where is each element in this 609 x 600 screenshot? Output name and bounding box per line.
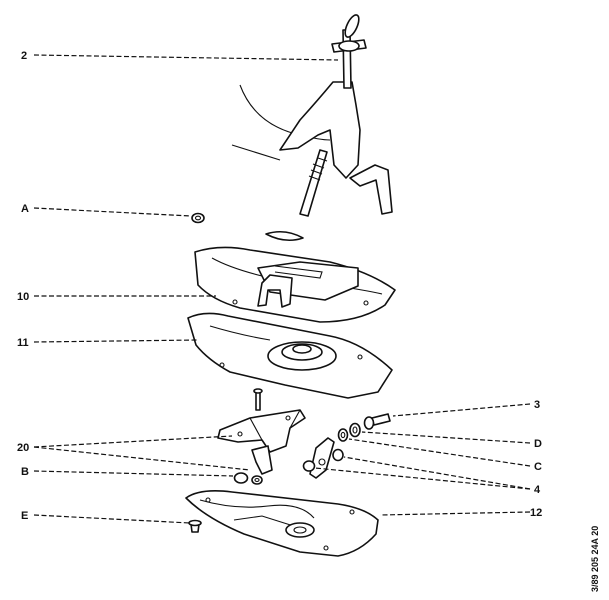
fastener-hardware (302, 413, 391, 479)
part-10-upper-plate (194, 230, 396, 323)
callout-3: 3 (534, 399, 540, 411)
callout-a: A (21, 203, 29, 215)
callout-2: 2 (21, 50, 27, 62)
callout-labels: 2 A 10 11 20 B E 3 D C 4 12 (17, 50, 542, 522)
callout-c: C (534, 461, 542, 473)
callout-20: 20 (17, 442, 29, 454)
part-12-cover-plate (185, 490, 379, 557)
callout-10: 10 (17, 291, 29, 303)
callout-11: 11 (17, 337, 29, 349)
reference-code: 3/89 205 24A 20 (590, 526, 600, 592)
callout-b: B (21, 466, 29, 478)
leader-lines (33, 54, 531, 524)
callout-12: 12 (530, 507, 542, 519)
part-20-bracket (217, 388, 306, 475)
part-11-gasket-plate (187, 312, 393, 399)
callout-d: D (534, 438, 542, 450)
callout-4: 4 (534, 484, 541, 496)
part-b-nut (233, 472, 263, 485)
callout-e: E (21, 510, 28, 522)
part-a-nut (191, 212, 205, 224)
part-e-screw (188, 519, 202, 533)
gear-lever-assembly (231, 14, 393, 217)
